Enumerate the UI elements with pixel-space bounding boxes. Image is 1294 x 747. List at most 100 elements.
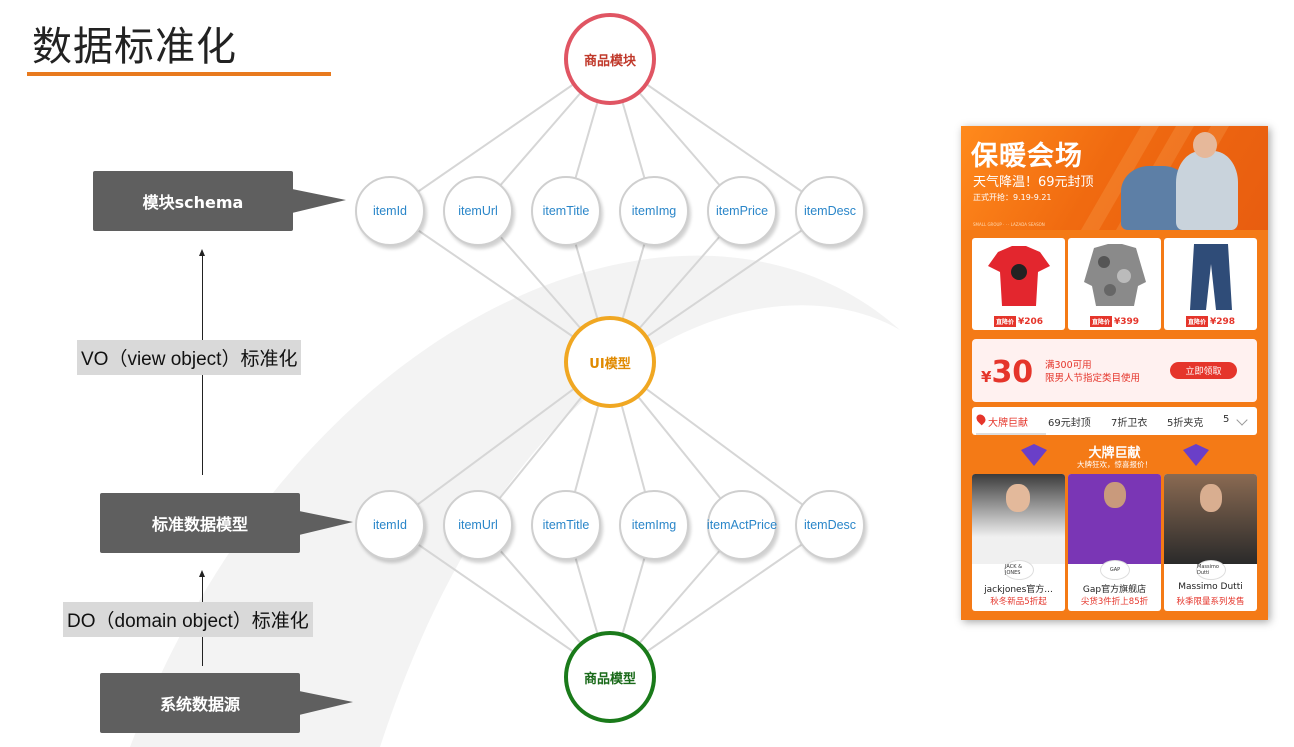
product-card[interactable]: 直降价¥206 [972,238,1065,330]
banner-date: 正式开抢：9.19-9.21 [973,193,1052,202]
top-field-label: itemId [372,204,408,218]
brand-photo-face [1006,484,1030,512]
brand-logo: JACK & JONES [1004,560,1034,580]
brand-promo: 秋季限量系列发售 [1176,597,1245,607]
brand-logo: Massimo Dutti [1196,560,1226,580]
top-field-label: itemDesc [803,204,857,218]
price-tag-label: 直降价 [1185,316,1208,327]
product-price: 直降价¥206 [972,316,1065,327]
banner-subtitle: 天气降温！69元封顶 [973,175,1094,190]
coupon-line-2: 限男人节指定类目使用 [1045,373,1141,384]
product-card[interactable]: 直降价¥399 [1068,238,1161,330]
chevron-down-icon[interactable] [1236,414,1248,426]
ui-model-label: UI模型 [589,356,631,372]
brand-card[interactable]: Massimo Dutti Massimo Dutti 秋季限量系列发售 [1164,474,1257,611]
bottom-field-label: itemTitle [542,518,590,532]
top-field-node: itemTitle [531,176,601,246]
brand-name: Gap官方旗舰店 [1082,585,1147,595]
product-price: 直降价¥298 [1164,316,1257,327]
bottom-field-label: itemUrl [458,518,498,532]
bottom-field-label: itemActPrice [706,518,778,532]
model-photo [1176,151,1238,230]
bottom-field-node: itemActPrice [707,490,777,560]
brand-promo: 秋冬新品5折起 [990,597,1047,607]
location-pin-icon [974,412,988,426]
category-tabs: 大牌巨献 69元封顶 7折卫衣 5折夹克 5 [972,407,1257,435]
banner-fine-print: SMALL GROUP · · · LAZADA SEASON [973,222,1045,227]
product-module-label: 商品模块 [583,53,636,69]
price-value: ¥206 [1017,317,1044,327]
banner-title: 保暖会场 [971,141,1083,172]
product-module-node: 商品模块 [564,13,656,105]
promo-banner: 保暖会场 天气降温！69元封顶 正式开抢：9.19-9.21 SMALL GRO… [961,126,1268,230]
tab-brands[interactable]: 大牌巨献 [988,418,1028,429]
coupon-value: 30 [991,355,1034,390]
active-tab-underline [976,433,1046,435]
mobile-page-preview: 保暖会场 天气降温！69元封顶 正式开抢：9.19-9.21 SMALL GRO… [961,126,1268,620]
brand-card[interactable]: JACK & JONES jackjones官方... 秋冬新品5折起 [972,474,1065,611]
bottom-field-node: itemTitle [531,490,601,560]
schema-callout-label: 模块schema [142,193,244,212]
standard-model-callout: 标准数据模型 [100,493,300,553]
tab-more[interactable]: 5 [1223,414,1230,425]
top-field-label: itemTitle [542,204,590,218]
coupon-amount: ¥30 [981,355,1033,390]
tshirt-image [988,246,1050,306]
brand-name: Massimo Dutti [1178,582,1243,592]
product-card[interactable]: 直降价¥298 [1164,238,1257,330]
brand-card[interactable]: GAP Gap官方旗舰店 尖货3件折上85折 [1068,474,1161,611]
brand-photo-face [1200,484,1222,512]
source-callout-tail [299,691,353,715]
tab-jackets[interactable]: 5折夹克 [1167,418,1204,429]
brand-promo: 尖货3件折上85折 [1080,597,1149,607]
top-field-node: itemPrice [707,176,777,246]
coupon-currency: ¥ [981,368,992,386]
bottom-field-node: itemDesc [795,490,865,560]
price-tag-label: 直降价 [1089,316,1112,327]
top-field-label: itemPrice [715,204,769,218]
section-title: 大牌巨献 [1088,446,1141,461]
top-field-label: itemImg [631,204,677,218]
standard-model-callout-label: 标准数据模型 [151,515,248,534]
brand-photo-face [1104,482,1126,508]
jacket-image [1084,244,1146,306]
bottom-field-label: itemImg [631,518,677,532]
tab-69-cap[interactable]: 69元封顶 [1048,418,1091,429]
product-model-node: 商品模型 [564,631,656,723]
schema-callout-tail [292,189,346,213]
bottom-field-label: itemDesc [803,518,857,532]
brand-logo: GAP [1100,560,1130,580]
bottom-field-node: itemId [355,490,425,560]
bottom-field-label: itemId [372,518,408,532]
bottom-field-node: itemImg [619,490,689,560]
claim-coupon-button[interactable]: 立即领取 [1170,362,1237,379]
section-subtitle: 大牌狂欢，惊喜报价！ [1077,460,1152,469]
coupon-conditions: 满300可用 限男人节指定类目使用 [1045,359,1140,385]
vo-step-label: VO（view object）标准化 [77,340,302,375]
schema-callout: 模块schema [93,171,293,231]
top-field-node: itemId [355,176,425,246]
source-callout-label: 系统数据源 [159,695,240,714]
model-head [1193,132,1217,158]
do-step-label: DO（domain object）标准化 [63,602,313,637]
top-field-node: itemUrl [443,176,513,246]
standard-model-callout-tail [299,511,353,535]
diamond-icon [1183,444,1209,466]
product-price: 直降价¥399 [1068,316,1161,327]
brand-name: jackjones官方... [984,585,1053,595]
price-tag-label: 直降价 [993,316,1016,327]
top-field-node: itemDesc [795,176,865,246]
ui-model-node: UI模型 [564,316,656,408]
jeans-image [1190,244,1232,310]
tab-hoodies[interactable]: 7折卫衣 [1111,418,1148,429]
source-callout: 系统数据源 [100,673,300,733]
coupon-card: ¥30 满300可用 限男人节指定类目使用 立即领取 [972,339,1257,402]
vo-arrow-head [199,249,205,256]
do-arrow-head [199,570,205,577]
price-value: ¥399 [1113,317,1140,327]
diamond-icon [1021,444,1047,466]
top-field-node: itemImg [619,176,689,246]
bottom-field-node: itemUrl [443,490,513,560]
